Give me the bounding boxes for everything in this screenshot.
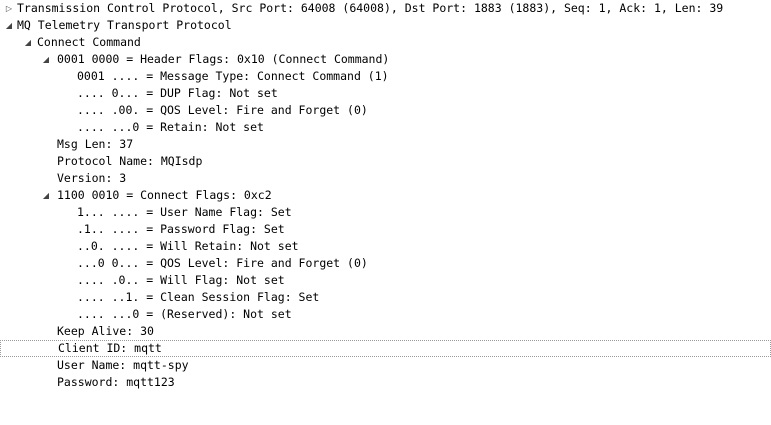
tree-node-connect-flags[interactable]: ◢ 1100 0010 = Connect Flags: 0xc2 — [0, 187, 771, 204]
collapse-arrow-icon[interactable]: ◢ — [24, 38, 32, 47]
node-label: .... ...0 = Retain: Not set — [77, 120, 264, 134]
node-label: Client ID: mqtt — [58, 341, 162, 355]
tree-node-msg-len[interactable]: Msg Len: 37 — [0, 136, 771, 153]
tree-node-qos-level-header[interactable]: .... .00. = QOS Level: Fire and Forget (… — [0, 102, 771, 119]
node-label: 1... .... = User Name Flag: Set — [77, 205, 292, 219]
node-label: Protocol Name: MQIsdp — [57, 154, 203, 168]
tree-node-password-flag[interactable]: .1.. .... = Password Flag: Set — [0, 221, 771, 238]
node-label: .... .0.. = Will Flag: Not set — [77, 273, 285, 287]
node-label: Connect Command — [37, 35, 141, 49]
node-label: Password: mqtt123 — [57, 375, 175, 389]
node-label: .... 0... = DUP Flag: Not set — [77, 86, 278, 100]
node-label: Keep Alive: 30 — [57, 324, 154, 338]
tree-node-user-name-flag[interactable]: 1... .... = User Name Flag: Set — [0, 204, 771, 221]
node-label: .... ...0 = (Reserved): Not set — [77, 307, 292, 321]
packet-details-tree: ▷ Transmission Control Protocol, Src Por… — [0, 0, 771, 391]
tree-node-will-retain[interactable]: ..0. .... = Will Retain: Not set — [0, 238, 771, 255]
tree-node-client-id[interactable]: Client ID: mqtt — [0, 340, 771, 357]
expand-arrow-icon[interactable]: ▷ — [5, 4, 13, 13]
node-label: ...0 0... = QOS Level: Fire and Forget (… — [77, 256, 368, 270]
node-label: ..0. .... = Will Retain: Not set — [77, 239, 299, 253]
node-label: 0001 .... = Message Type: Connect Comman… — [77, 69, 389, 83]
tree-node-protocol-name[interactable]: Protocol Name: MQIsdp — [0, 153, 771, 170]
node-label: .1.. .... = Password Flag: Set — [77, 222, 285, 236]
node-label: Version: 3 — [57, 171, 127, 185]
node-label: Msg Len: 37 — [57, 137, 134, 151]
collapse-arrow-icon[interactable]: ◢ — [42, 55, 50, 64]
collapse-arrow-icon[interactable]: ◢ — [42, 191, 50, 200]
tree-node-version[interactable]: Version: 3 — [0, 170, 771, 187]
tree-node-user-name[interactable]: User Name: mqtt-spy — [0, 357, 771, 374]
node-label: 1100 0010 = Connect Flags: 0xc2 — [57, 188, 272, 202]
tree-node-connect-command[interactable]: ◢ Connect Command — [0, 34, 771, 51]
tree-node-message-type[interactable]: 0001 .... = Message Type: Connect Comman… — [0, 68, 771, 85]
tree-node-keep-alive[interactable]: Keep Alive: 30 — [0, 323, 771, 340]
node-label: 0001 0000 = Header Flags: 0x10 (Connect … — [57, 52, 390, 66]
tree-node-dup-flag[interactable]: .... 0... = DUP Flag: Not set — [0, 85, 771, 102]
node-label: Transmission Control Protocol, Src Port:… — [17, 1, 724, 15]
node-label: .... ..1. = Clean Session Flag: Set — [77, 290, 320, 304]
tree-node-retain[interactable]: .... ...0 = Retain: Not set — [0, 119, 771, 136]
tree-node-mqtt[interactable]: ◢ MQ Telemetry Transport Protocol — [0, 17, 771, 34]
node-label: MQ Telemetry Transport Protocol — [17, 18, 232, 32]
tree-node-will-flag[interactable]: .... .0.. = Will Flag: Not set — [0, 272, 771, 289]
tree-node-qos-level-connect[interactable]: ...0 0... = QOS Level: Fire and Forget (… — [0, 255, 771, 272]
node-label: User Name: mqtt-spy — [57, 358, 189, 372]
tree-node-reserved[interactable]: .... ...0 = (Reserved): Not set — [0, 306, 771, 323]
collapse-arrow-icon[interactable]: ◢ — [5, 21, 13, 30]
tree-node-password[interactable]: Password: mqtt123 — [0, 374, 771, 391]
tree-node-header-flags[interactable]: ◢ 0001 0000 = Header Flags: 0x10 (Connec… — [0, 51, 771, 68]
tree-node-clean-session[interactable]: .... ..1. = Clean Session Flag: Set — [0, 289, 771, 306]
tree-node-tcp[interactable]: ▷ Transmission Control Protocol, Src Por… — [0, 0, 771, 17]
node-label: .... .00. = QOS Level: Fire and Forget (… — [77, 103, 368, 117]
